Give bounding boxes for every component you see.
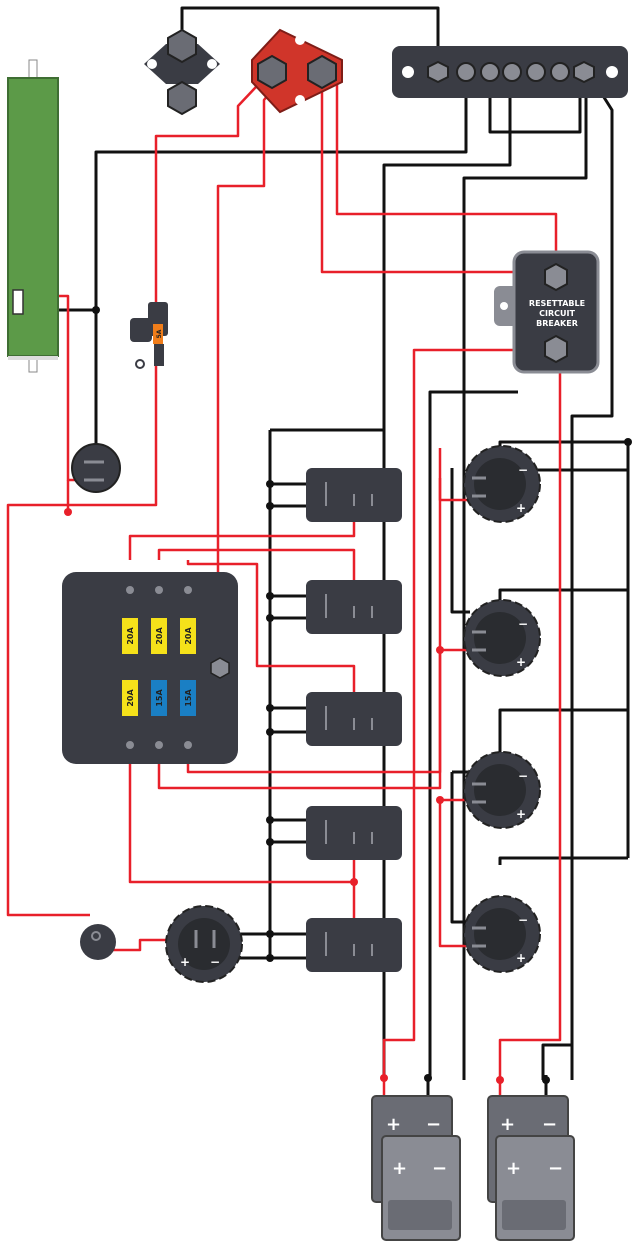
- black-bus-terminal: [144, 28, 220, 116]
- breaker-label-line1: RESETTABLE: [529, 299, 585, 308]
- fuse-label-5: 15A: [155, 689, 164, 707]
- connector-minus: −: [548, 1158, 563, 1179]
- switch-4: [306, 806, 402, 860]
- socket-plus: +: [516, 951, 526, 965]
- socket-plus: +: [516, 807, 526, 821]
- connector-minus: −: [426, 1114, 441, 1135]
- connector-minus: −: [432, 1158, 447, 1179]
- fuse-label-6: 15A: [184, 689, 193, 707]
- connector-plus: +: [500, 1114, 515, 1135]
- socket-bottom-left: + −: [165, 905, 243, 983]
- connector-plus: +: [506, 1158, 521, 1179]
- connector-plus: +: [392, 1158, 407, 1179]
- socket-minus: −: [518, 617, 528, 631]
- switch-3: [306, 692, 402, 746]
- socket-plus: +: [516, 655, 526, 669]
- rocker-switches: [306, 468, 402, 972]
- inline-fuse-label: 5A: [156, 329, 163, 338]
- circuit-breaker: RESETTABLE CIRCUIT BREAKER: [494, 250, 600, 374]
- fuse-label-4: 20A: [126, 689, 135, 707]
- anderson-connector-right: + − + −: [487, 1095, 575, 1241]
- socket-2: − +: [463, 599, 541, 677]
- switch-1: [306, 468, 402, 522]
- switch-2: [306, 580, 402, 634]
- fuse-label-2: 20A: [155, 627, 164, 645]
- green-panel-strip: [7, 59, 59, 373]
- socket-3: − +: [463, 751, 541, 829]
- connector-plus: +: [386, 1114, 401, 1135]
- socket-1: − +: [463, 445, 541, 523]
- socket-minus: −: [518, 463, 528, 477]
- inline-fuse-holder: 5A: [130, 302, 168, 369]
- ground-bus-bar: [392, 46, 628, 98]
- socket-small-left: [71, 443, 121, 493]
- breaker-label-line2: CIRCUIT: [539, 309, 575, 318]
- breaker-label-line3: BREAKER: [536, 319, 578, 328]
- socket-minus: −: [210, 955, 220, 969]
- socket-minus: −: [518, 913, 528, 927]
- red-bus-terminal: [251, 28, 343, 114]
- socket-plus: +: [180, 955, 190, 969]
- anderson-connector-left: + − + −: [371, 1095, 461, 1241]
- fuse-label-3: 20A: [184, 627, 193, 645]
- junction-dots-black: [92, 306, 632, 1084]
- junction-dots-red: [64, 508, 504, 1084]
- socket-4: − +: [463, 895, 541, 973]
- switch-5: [306, 918, 402, 972]
- fuse-block: 20A 20A 20A 20A 15A 15A: [62, 572, 238, 764]
- socket-plus: +: [516, 501, 526, 515]
- round-indicator: [80, 924, 116, 960]
- fuse-label-1: 20A: [126, 627, 135, 645]
- connector-minus: −: [542, 1114, 557, 1135]
- socket-minus: −: [518, 769, 528, 783]
